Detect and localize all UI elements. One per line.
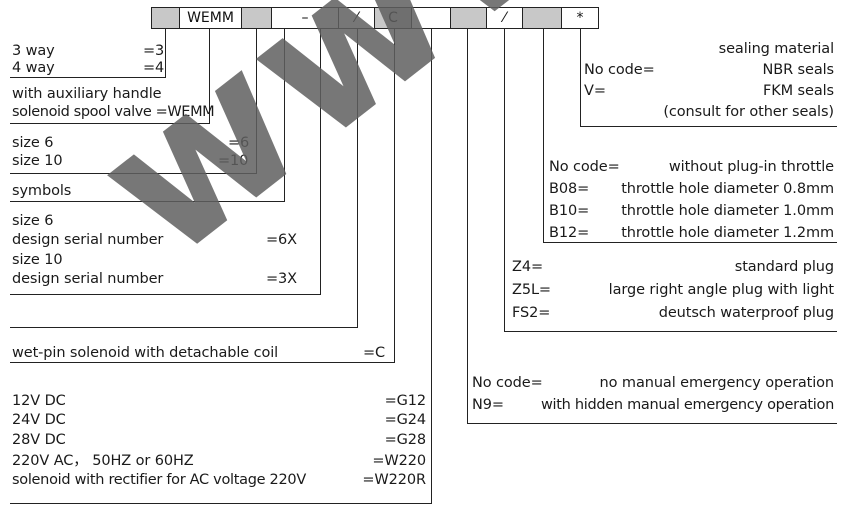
connector-throttle-h — [543, 242, 837, 243]
connector-size-h — [10, 173, 257, 174]
connector-blank-h — [10, 327, 358, 328]
connector-seal-h — [580, 126, 837, 127]
throttle-nocode: No code= — [549, 159, 620, 175]
throttle-none: without plug-in throttle — [668, 159, 834, 175]
b12-desc: throttle hole diameter 1.2mm — [621, 225, 834, 241]
way3-code: =3 — [143, 43, 165, 59]
handle-line1: with auxiliary handle — [12, 86, 162, 102]
size10-label: size 10 — [12, 153, 63, 169]
size10-code: =10 — [218, 153, 249, 169]
b12-code: B12= — [549, 225, 590, 241]
way3-label: 3 way — [12, 43, 55, 59]
series-dsn1: design serial number — [12, 232, 164, 248]
connector-wetpin-h — [10, 362, 395, 363]
connector-throttle — [543, 29, 544, 242]
fs2-code: FS2= — [512, 305, 551, 321]
code-box-8 — [450, 7, 487, 29]
connector-wetpin — [394, 29, 395, 362]
connector-way — [165, 29, 166, 77]
z5l-desc: large right angle plug with light — [608, 282, 834, 298]
v28-code: =G28 — [384, 432, 427, 448]
connector-handle-h — [10, 123, 210, 124]
seal-v: V= — [584, 83, 606, 99]
fs2-desc: deutsch waterproof plug — [658, 305, 834, 321]
symbols-label: symbols — [12, 183, 72, 199]
connector-size — [256, 29, 257, 173]
size6-code: =6 — [228, 135, 250, 151]
series-code1: =6X — [266, 232, 298, 248]
v28-label: 28V DC — [12, 432, 66, 448]
code-box-9: ⁄ — [486, 7, 523, 29]
connector-handle — [209, 29, 210, 123]
v12-label: 12V DC — [12, 393, 66, 409]
code-box-4: – — [271, 7, 339, 29]
b08-desc: throttle hole diameter 0.8mm — [621, 181, 834, 197]
emergency-nocode: No code= — [472, 375, 543, 391]
v24-code: =G24 — [384, 412, 427, 428]
seal-nocode: No code= — [584, 62, 655, 78]
z5l-code: Z5L= — [512, 282, 551, 298]
code-box-10 — [522, 7, 562, 29]
vrect-label: solenoid with rectifier for AC voltage 2… — [12, 472, 306, 488]
series-dsn2: design serial number — [12, 271, 164, 287]
z4-desc: standard plug — [734, 259, 834, 275]
code-box-6: C — [374, 7, 412, 29]
z4-code: Z4= — [512, 259, 544, 275]
seal-title: sealing material — [718, 41, 834, 57]
connector-voltage-h — [10, 503, 432, 504]
series-size10: size 10 — [12, 252, 63, 268]
v220-label: 220V AC， 50HZ or 60HZ — [12, 453, 194, 469]
connector-symbols — [284, 29, 285, 201]
b10-code: B10= — [549, 203, 590, 219]
v24-label: 24V DC — [12, 412, 66, 428]
connector-series-h — [10, 294, 321, 295]
code-box-1 — [151, 7, 180, 29]
n9-code: N9= — [472, 397, 504, 413]
series-size6: size 6 — [12, 213, 54, 229]
code-box-3 — [241, 7, 272, 29]
seal-nbr: NBR seals — [762, 62, 834, 78]
seal-fkm: FKM seals — [762, 83, 834, 99]
way4-code: =4 — [143, 60, 165, 76]
connector-plug-h — [504, 331, 837, 332]
connector-seal — [580, 29, 581, 126]
b10-desc: throttle hole diameter 1.0mm — [621, 203, 834, 219]
code-box-7 — [411, 7, 451, 29]
connector-way-h — [10, 77, 166, 78]
code-box-2: WEMM — [179, 7, 242, 29]
handle-line2: solenoid spool valve =WEMM — [12, 104, 215, 120]
code-box-11: * — [561, 7, 599, 29]
code-box-5: ⁄ — [338, 7, 375, 29]
seal-note: (consult for other seals) — [663, 104, 834, 120]
connector-symbols-h — [10, 201, 285, 202]
size6-label: size 6 — [12, 135, 54, 151]
n9-desc: with hidden manual emergency operation — [540, 397, 834, 413]
wetpin-label: wet-pin solenoid with detachable coil — [12, 345, 279, 361]
connector-series — [320, 29, 321, 294]
connector-emergency-h — [467, 423, 837, 424]
connector-voltage — [431, 29, 432, 503]
series-code2: =3X — [266, 271, 298, 287]
v220-code: =W220 — [372, 453, 426, 469]
connector-plug — [504, 29, 505, 331]
connector-emergency — [467, 29, 468, 423]
b08-code: B08= — [549, 181, 590, 197]
connector-blank — [357, 29, 358, 327]
wetpin-code: =C — [363, 345, 386, 361]
v12-code: =G12 — [384, 393, 427, 409]
way4-label: 4 way — [12, 60, 55, 76]
emergency-none: no manual emergency operation — [599, 375, 835, 391]
vrect-code: =W220R — [362, 472, 426, 488]
